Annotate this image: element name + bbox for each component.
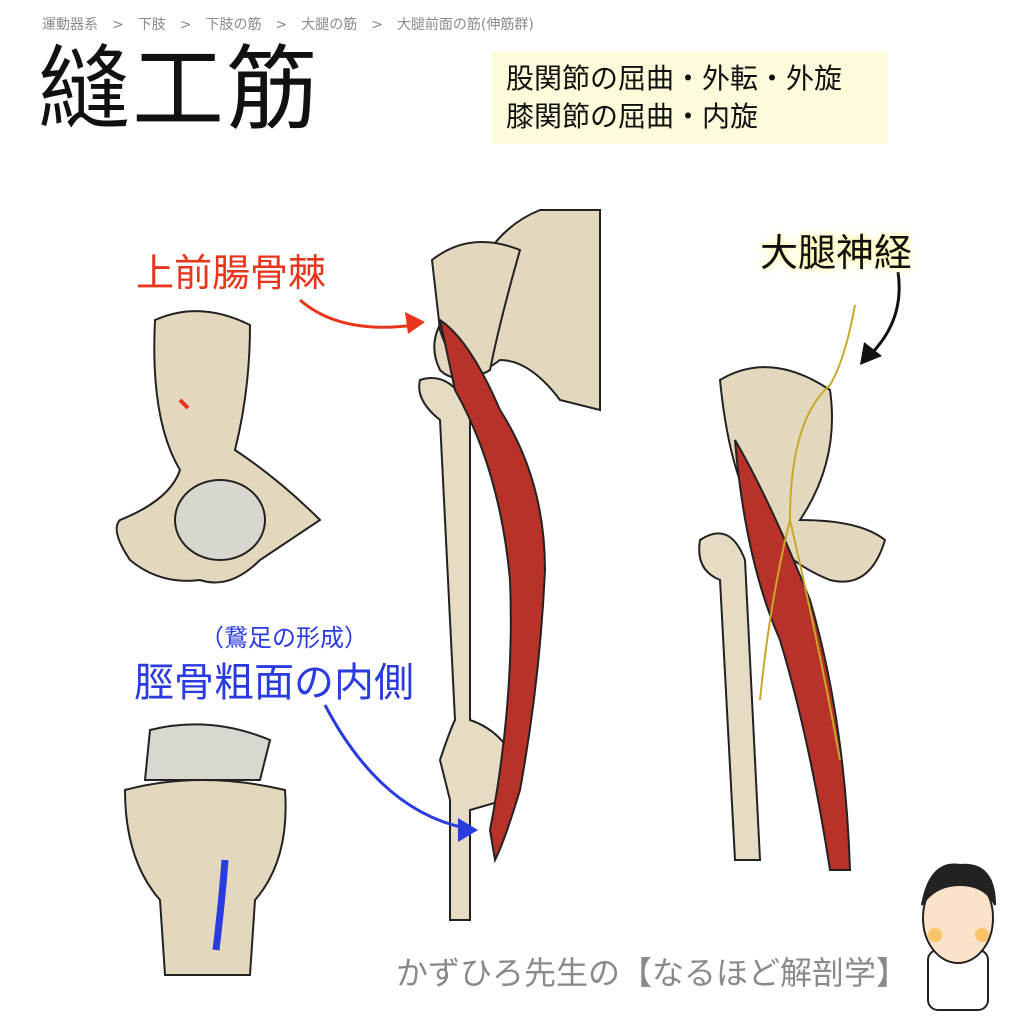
mascot-avatar (921, 863, 996, 1011)
breadcrumb-separator: > (371, 17, 383, 33)
label-insertion: 脛骨粗面の内側 (134, 660, 414, 706)
page-title: 縫工筋 (38, 36, 321, 143)
breadcrumb-separator: > (112, 17, 124, 33)
label-insertion-note: （鵞足の形成） (200, 624, 368, 652)
tibia-detail (123, 723, 287, 976)
leg-center (418, 209, 601, 921)
arrow-insertion-head (458, 818, 478, 842)
arrow-nerve (868, 271, 901, 357)
arrow-nerve-head (860, 342, 882, 365)
pelvis-detail (115, 310, 322, 584)
actions-box: 股関節の屈曲・外転・外旋 膝関節の屈曲・内旋 (492, 52, 888, 144)
breadcrumb-separator: > (179, 17, 192, 33)
breadcrumb: 運動器系 > 下肢 > 下肢の筋 > 大腿の筋 > 大腿前面の筋(伸筋群) (42, 14, 534, 34)
leg-right (698, 304, 887, 871)
arrow-origin-head (405, 312, 425, 334)
label-origin: 上前腸骨棘 (136, 251, 327, 295)
action-knee: 膝関節の屈曲・内旋 (506, 100, 759, 133)
breadcrumb-item[interactable]: 下肢 (137, 17, 166, 33)
arrow-origin (299, 298, 416, 329)
site-credit: かずひろ先生の【なるほど解剖学】 (396, 954, 909, 992)
breadcrumb-separator: > (275, 17, 288, 33)
label-nerve: 大腿神経 (760, 231, 913, 275)
breadcrumb-item[interactable]: 大腿前面の筋(伸筋群) (396, 17, 534, 33)
breadcrumb-item[interactable]: 大腿の筋 (301, 17, 358, 33)
breadcrumb-item[interactable]: 運動器系 (42, 17, 98, 33)
action-hip: 股関節の屈曲・外転・外旋 (506, 62, 843, 95)
arrow-insertion (323, 704, 466, 830)
breadcrumb-item[interactable]: 下肢の筋 (205, 17, 262, 33)
